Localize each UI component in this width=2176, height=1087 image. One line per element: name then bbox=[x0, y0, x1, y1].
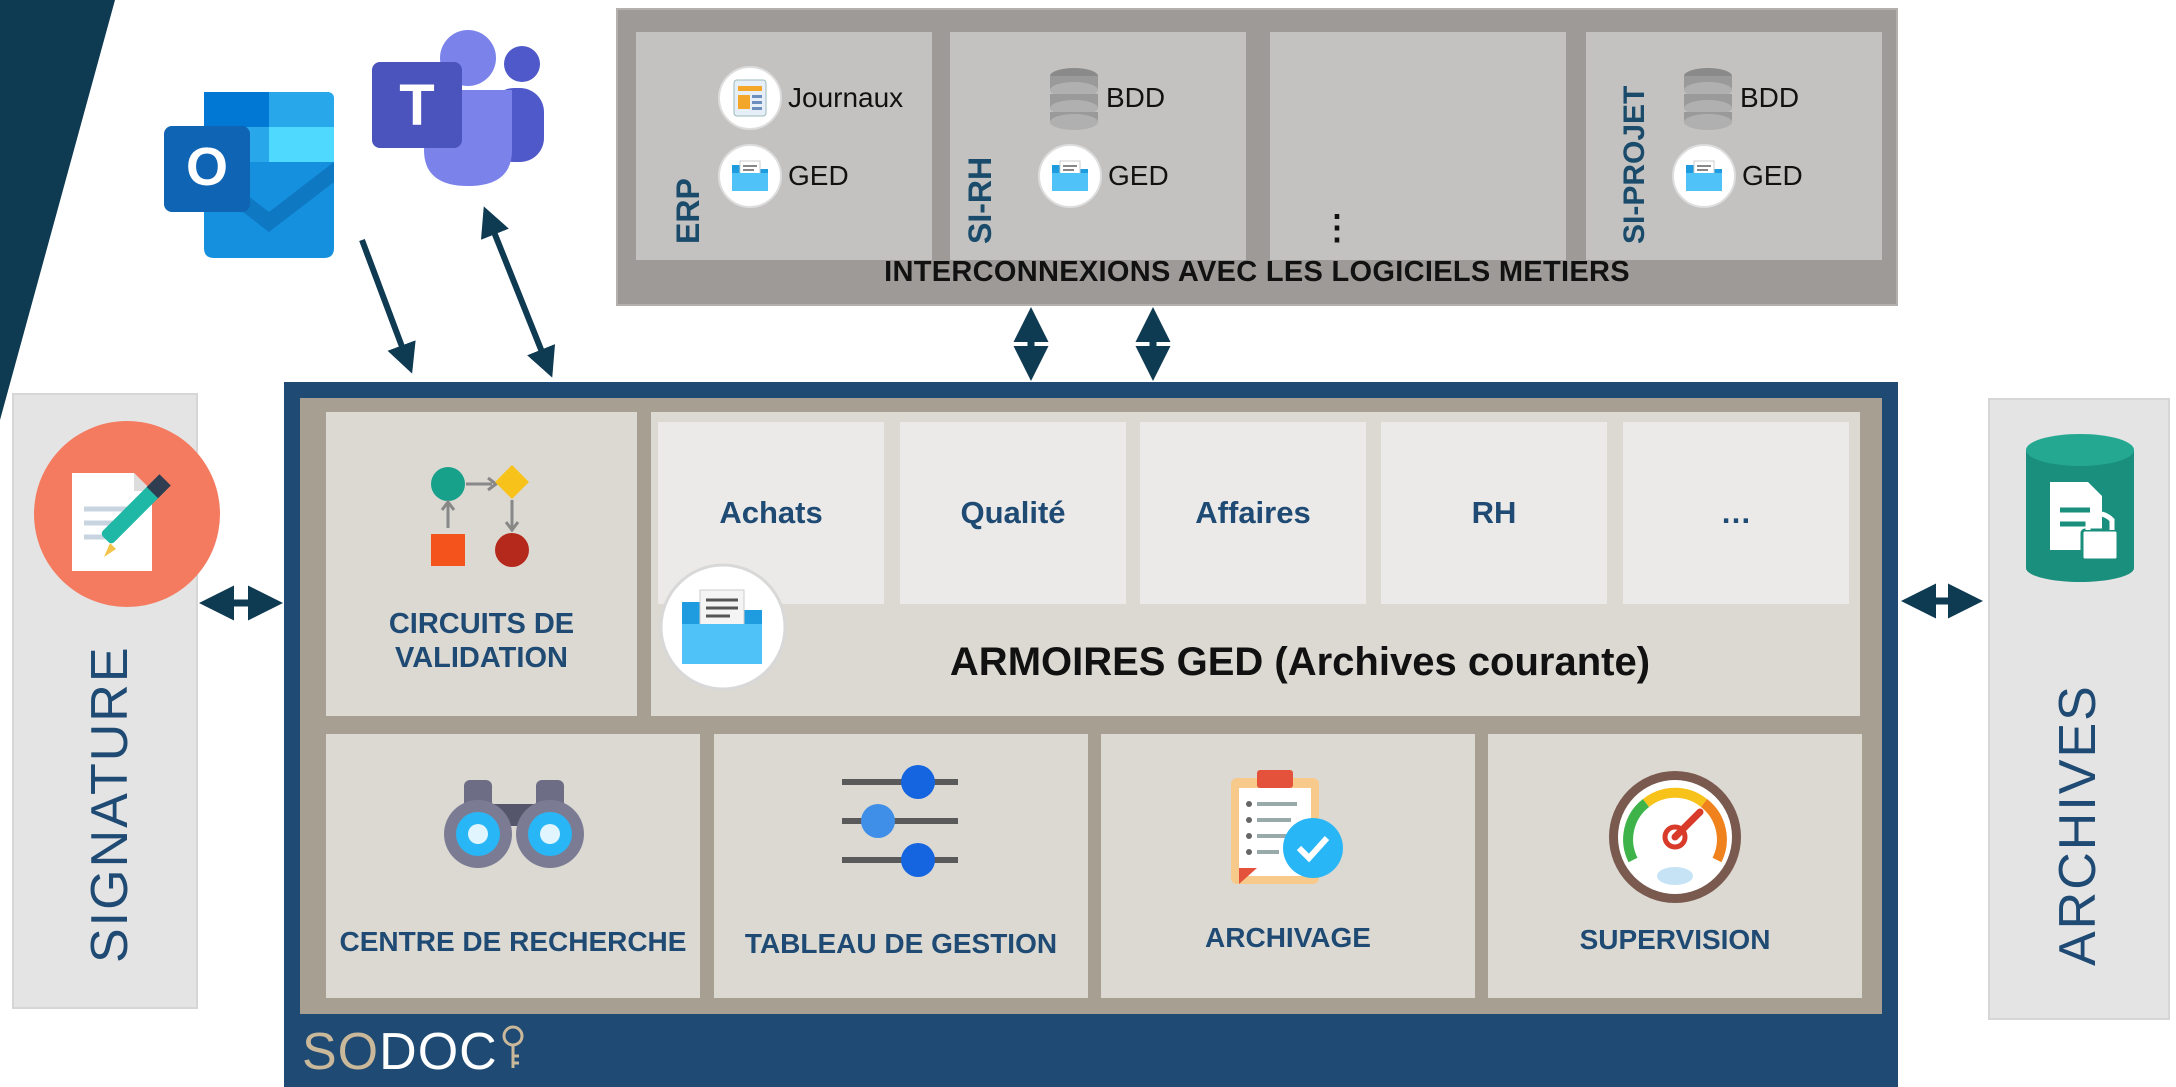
dept-qualite[interactable]: Qualité bbox=[900, 422, 1126, 604]
module-label: TABLEAU DE GESTION bbox=[744, 928, 1058, 959]
interconnexions-title: INTERCONNEXIONS AVEC LES LOGICIELS METIE… bbox=[884, 256, 1630, 288]
circuits-label-2: VALIDATION bbox=[395, 642, 568, 674]
signature-panel: SIGNATURE bbox=[12, 393, 220, 1009]
outlook-icon: O bbox=[164, 92, 344, 258]
sodoc-logo: SO DOC bbox=[302, 1022, 524, 1082]
item-label: BDD bbox=[1740, 82, 1800, 113]
module-label: SUPERVISION bbox=[1579, 924, 1771, 955]
circuits-label-1: CIRCUITS DE bbox=[388, 608, 575, 640]
logo-part2: DOC bbox=[379, 1023, 498, 1081]
interconnexions-panel: ERP Journaux GED SI-RH BDD GED bbox=[616, 8, 1898, 306]
item-label: GED bbox=[788, 160, 849, 191]
logo-part1: SO bbox=[302, 1023, 380, 1081]
journaux-item: Journaux bbox=[718, 66, 903, 130]
signature-label: SIGNATURE bbox=[81, 645, 139, 963]
dept-more[interactable]: … bbox=[1623, 422, 1849, 604]
item-label: GED bbox=[1108, 160, 1169, 191]
workflow-icon bbox=[426, 464, 536, 574]
ellipsis: ⋮ bbox=[1320, 209, 1354, 247]
database-icon bbox=[1680, 66, 1736, 130]
teams-letter: T bbox=[399, 73, 434, 138]
system-label: SI-RH bbox=[962, 156, 998, 244]
system-si-rh: SI-RH BDD GED bbox=[950, 32, 1246, 260]
bdd-item: BDD bbox=[1046, 66, 1165, 130]
system-other: ⋮ bbox=[1270, 32, 1566, 260]
sliders-icon bbox=[838, 762, 962, 880]
key-icon bbox=[502, 1022, 524, 1083]
archives-label: ARCHIVES bbox=[2049, 684, 2107, 966]
database-icon bbox=[1046, 66, 1102, 130]
archives-panel: ARCHIVES bbox=[1988, 398, 2170, 1020]
gauge-icon bbox=[1606, 768, 1744, 906]
folder-icon bbox=[1038, 144, 1102, 208]
ged-item: GED bbox=[718, 144, 849, 208]
armoires-title: ARMOIRES GED (Archives courante) bbox=[949, 640, 1651, 684]
ged-item: GED bbox=[1038, 144, 1169, 208]
system-erp: ERP Journaux GED bbox=[636, 32, 932, 260]
item-label: BDD bbox=[1106, 82, 1166, 113]
folder-icon bbox=[1672, 144, 1736, 208]
clipboard-check-icon bbox=[1227, 768, 1347, 888]
supervision-card[interactable]: SUPERVISION bbox=[1488, 734, 1862, 998]
centre-recherche-card[interactable]: CENTRE DE RECHERCHE bbox=[326, 734, 700, 998]
module-label: CENTRE DE RECHERCHE bbox=[339, 926, 687, 957]
system-label: ERP bbox=[670, 178, 706, 244]
outlook-letter: O bbox=[186, 137, 228, 197]
folder-icon bbox=[718, 144, 782, 208]
dept-affaires[interactable]: Affaires bbox=[1140, 422, 1366, 604]
dept-rh[interactable]: RH bbox=[1381, 422, 1607, 604]
circuits-validation-card[interactable]: CIRCUITS DE VALIDATION bbox=[326, 412, 637, 716]
tableau-gestion-card[interactable]: TABLEAU DE GESTION bbox=[714, 734, 1088, 998]
item-label: Journaux bbox=[788, 82, 904, 113]
module-label: ARCHIVAGE bbox=[1205, 922, 1371, 953]
binoculars-icon bbox=[442, 774, 586, 874]
bdd-item: BDD bbox=[1680, 66, 1799, 130]
journal-icon bbox=[718, 66, 782, 130]
ged-folder-icon bbox=[658, 562, 788, 692]
teams-icon: T bbox=[372, 28, 544, 186]
item-label: GED bbox=[1742, 160, 1803, 191]
system-label: SI-PROJET bbox=[1618, 85, 1651, 244]
ged-item: GED bbox=[1672, 144, 1803, 208]
signature-icon bbox=[34, 421, 220, 607]
archive-database-icon bbox=[2020, 432, 2140, 582]
archivage-card[interactable]: ARCHIVAGE bbox=[1101, 734, 1475, 998]
system-si-projet: SI-PROJET BDD GED bbox=[1586, 32, 1882, 260]
